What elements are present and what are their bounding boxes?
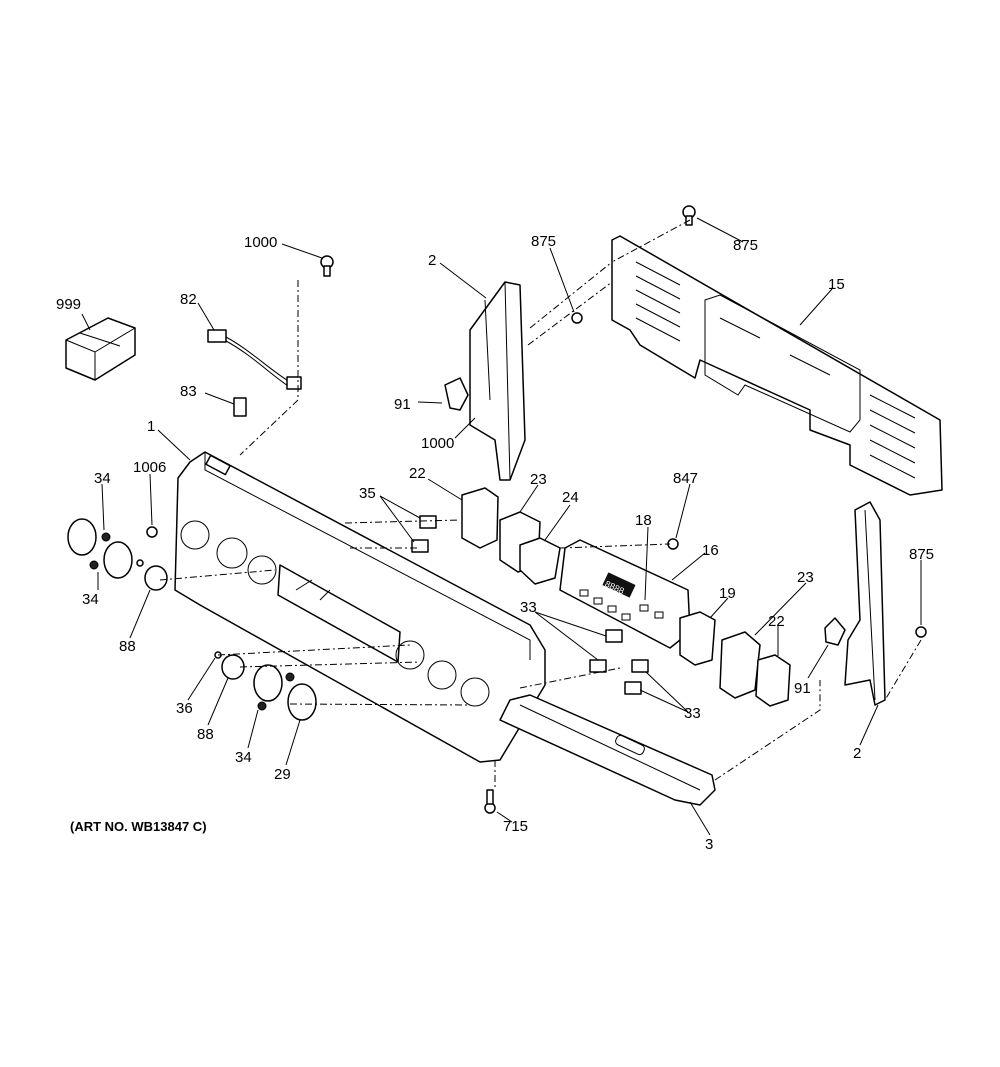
- callout-1: 1: [147, 418, 155, 435]
- callout-22: 22: [768, 613, 785, 630]
- callout-2: 2: [853, 745, 861, 762]
- part-16-control-board: 8888: [559, 539, 691, 649]
- callout-19: 19: [719, 585, 736, 602]
- callout-33: 33: [684, 705, 701, 722]
- part-83-indicator-light: [233, 397, 247, 417]
- part-15-backsplash-panel: [611, 235, 943, 496]
- callout-82: 82: [180, 291, 197, 308]
- callout-999: 999: [56, 296, 81, 313]
- dial-markings: [180, 520, 490, 707]
- callout-15: 15: [828, 276, 845, 293]
- assembly-centerlines: [159, 219, 922, 790]
- callout-715: 715: [503, 818, 528, 835]
- callout-35: 35: [359, 485, 376, 502]
- callout-23: 23: [797, 569, 814, 586]
- callout-16: 16: [702, 542, 719, 559]
- callout-1000: 1000: [244, 234, 277, 251]
- callout-91: 91: [394, 396, 411, 413]
- switches-rocker: [411, 515, 649, 695]
- callout-88: 88: [197, 726, 214, 743]
- switches-infinite: [461, 487, 791, 707]
- callout-1000: 1000: [421, 435, 454, 452]
- callout-875: 875: [531, 233, 556, 250]
- callout-18: 18: [635, 512, 652, 529]
- callout-88: 88: [119, 638, 136, 655]
- callout-34: 34: [94, 470, 111, 487]
- callout-847: 847: [673, 470, 698, 487]
- callout-83: 83: [180, 383, 197, 400]
- callout-labels: 1000 999 82 83 1 34 1006 34 88 2 875 875…: [56, 233, 934, 853]
- callout-875: 875: [909, 546, 934, 563]
- callout-33: 33: [520, 599, 537, 616]
- part-2-side-bracket-left: [444, 281, 526, 481]
- callout-24: 24: [562, 489, 579, 506]
- callout-36: 36: [176, 700, 193, 717]
- callout-91: 91: [794, 680, 811, 697]
- knobs: [67, 518, 317, 721]
- callout-34: 34: [82, 591, 99, 608]
- callout-23: 23: [530, 471, 547, 488]
- callout-875: 875: [733, 237, 758, 254]
- callout-2: 2: [428, 252, 436, 269]
- part-3-trim-strip: [499, 694, 716, 806]
- part-2-side-bracket-right: [824, 501, 886, 706]
- callout-29: 29: [274, 766, 291, 783]
- callout-34: 34: [235, 749, 252, 766]
- leader-lines: [81, 217, 922, 836]
- part-82-wire-harness: [207, 329, 302, 390]
- art-number: (ART NO. WB13847 C): [70, 819, 207, 834]
- callout-3: 3: [705, 836, 713, 853]
- part-999-kit-box: [65, 317, 136, 381]
- callout-1006: 1006: [133, 459, 166, 476]
- part-1-control-panel: [174, 451, 546, 763]
- callout-22: 22: [409, 465, 426, 482]
